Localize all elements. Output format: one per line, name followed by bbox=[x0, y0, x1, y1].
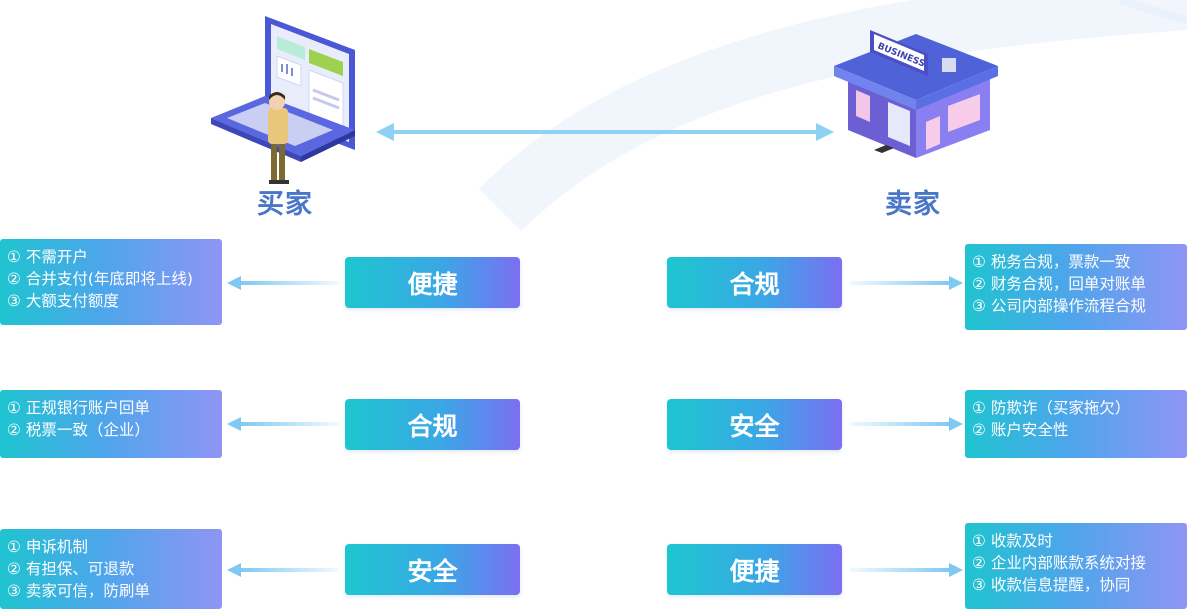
seller-label: 卖家 bbox=[885, 189, 941, 220]
buyer-card-compliance: ① 正规银行账户回单 ② 税票一致（企业） bbox=[0, 390, 222, 458]
left-arrow-icon bbox=[227, 417, 339, 431]
left-arrow-icon bbox=[227, 276, 339, 290]
seller-badge-security: 安全 bbox=[667, 399, 842, 450]
seller-card-compliance: ① 税务合规，票款一致 ② 财务合规，回单对账单 ③ 公司内部操作流程合规 bbox=[965, 244, 1187, 330]
left-arrow-icon bbox=[227, 563, 339, 577]
seller-card-convenience: ① 收款及时 ② 企业内部账款系统对接 ③ 收款信息提醒，协同 bbox=[965, 523, 1187, 609]
seller-card-security: ① 防欺诈（买家拖欠） ② 账户安全性 bbox=[965, 390, 1187, 458]
card-line: ① 正规银行账户回单 bbox=[7, 399, 150, 417]
right-arrow-icon bbox=[850, 417, 963, 431]
buyer-badge-convenience: 便捷 bbox=[345, 257, 520, 308]
buyer-seller-arrow bbox=[376, 123, 834, 141]
seller-shop-illustration: BUSINESS bbox=[834, 30, 998, 158]
card-line: ③ 卖家可信，防刷单 bbox=[7, 582, 150, 600]
card-line: ① 防欺诈（买家拖欠） bbox=[972, 399, 1131, 417]
buyer-badge-security: 安全 bbox=[345, 544, 520, 595]
card-line: ② 合并支付(年底即将上线) bbox=[7, 270, 193, 288]
card-line: ① 申诉机制 bbox=[7, 538, 88, 556]
card-line: ② 企业内部账款系统对接 bbox=[972, 554, 1146, 572]
buyer-laptop-illustration bbox=[211, 16, 355, 184]
card-line: ② 账户安全性 bbox=[972, 421, 1069, 439]
card-line: ② 财务合规，回单对账单 bbox=[972, 275, 1146, 293]
buyer-card-security: ① 申诉机制 ② 有担保、可退款 ③ 卖家可信，防刷单 bbox=[0, 529, 222, 609]
card-line: ① 税务合规，票款一致 bbox=[972, 253, 1131, 271]
card-line: ③ 收款信息提醒，协同 bbox=[972, 576, 1131, 594]
buyer-badge-compliance: 合规 bbox=[345, 399, 520, 450]
seller-badge-convenience: 便捷 bbox=[667, 544, 842, 595]
card-line: ③ 大额支付额度 bbox=[7, 292, 119, 310]
seller-badge-compliance: 合规 bbox=[667, 257, 842, 308]
card-line: ① 收款及时 bbox=[972, 532, 1053, 550]
card-line: ① 不需开户 bbox=[7, 248, 88, 266]
card-line: ③ 公司内部操作流程合规 bbox=[972, 297, 1146, 315]
right-arrow-icon bbox=[850, 563, 963, 577]
buyer-label: 买家 bbox=[257, 189, 313, 220]
card-line: ② 税票一致（企业） bbox=[7, 421, 150, 439]
buyer-card-convenience: ① 不需开户 ② 合并支付(年底即将上线) ③ 大额支付额度 bbox=[0, 239, 222, 325]
right-arrow-icon bbox=[850, 276, 963, 290]
card-line: ② 有担保、可退款 bbox=[7, 560, 135, 578]
